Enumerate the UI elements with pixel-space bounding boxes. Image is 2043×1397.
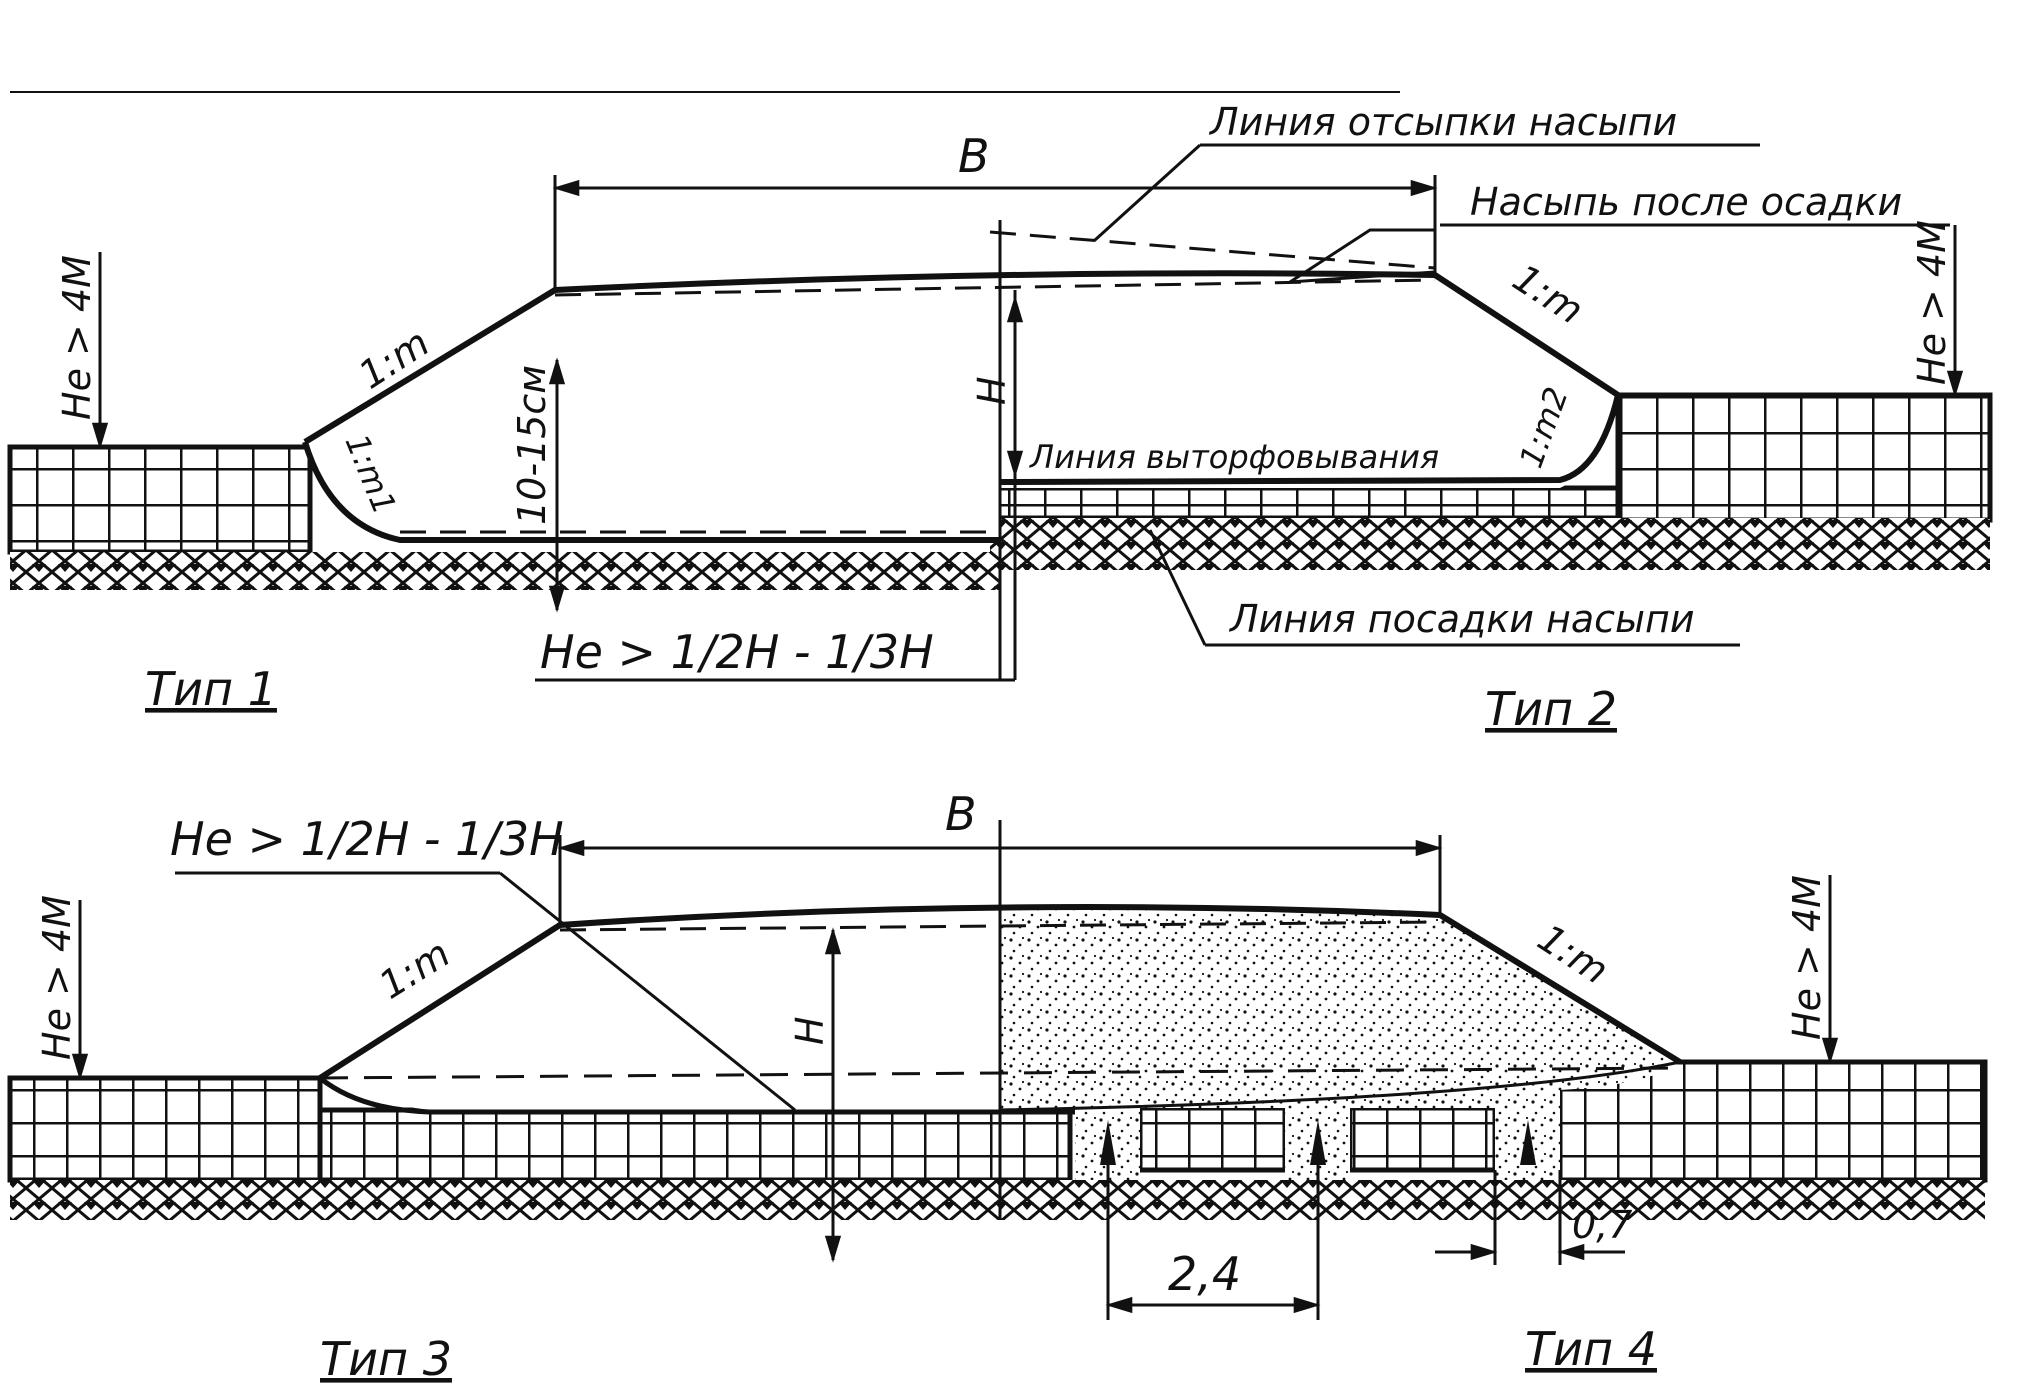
type-2-label: Тип 2: [1485, 682, 1617, 736]
sand-base-curve: [999, 1060, 1681, 1112]
drain-marker-2: [1310, 1120, 1326, 1165]
height-label-bottom: Н: [788, 1016, 832, 1045]
drain-marker-3: [1520, 1120, 1536, 1165]
embankment-bottom-base: [318, 1076, 1075, 1115]
peat-layer-bottom-left: [7, 1075, 323, 1183]
peat-layer-left: [7, 444, 313, 555]
settlement-leader: [1148, 529, 1207, 646]
peat-block-2: [1347, 1105, 1498, 1173]
peat-block-1: [1137, 1105, 1288, 1173]
bottom-cross-section: B Не > 1/2Н - 1/3Н Не > 4М Не > 4М 1:m 1…: [7, 787, 1988, 1386]
type-3-label: Тип 3: [320, 1332, 452, 1386]
peat-removal-right: [999, 394, 1621, 485]
embankment-bottom-body: [320, 904, 1000, 1110]
depth-label-left: Не > 4М: [55, 255, 99, 420]
fill-line-leader: [1093, 143, 1202, 242]
mineral-base-bottom: [10, 1180, 1985, 1220]
depth-label-bottom-right: Не > 4М: [1785, 875, 1829, 1040]
settlement-line-label: Линия посадки насыпи: [1228, 597, 1695, 641]
depth-ratio-label-top: Не > 1/2Н - 1/3Н: [540, 625, 934, 679]
b-label-top: B: [958, 129, 990, 183]
height-label-top: Н: [970, 376, 1014, 405]
depth-label-bottom-left: Не > 4М: [35, 895, 79, 1060]
depth-ratio-leader-bottom: [499, 871, 796, 1112]
top-cross-section: B Линия отсыпки насыпи Насыпь после осад…: [7, 91, 1993, 736]
settled-label: Насыпь после осадки: [1470, 180, 1902, 224]
depth-label-right: Не > 4М: [1910, 220, 1954, 385]
depth-ratio-label-bottom: Не > 1/2Н - 1/3Н: [170, 812, 564, 866]
type-4-label: Тип 4: [1525, 1322, 1657, 1376]
thickness-label: 10-15см: [510, 365, 554, 525]
fill-line-label: Линия отсыпки насыпи: [1208, 100, 1677, 144]
spacing-label: 2,4: [1168, 1247, 1241, 1301]
peat-layer-right: [1615, 392, 1993, 523]
peat-layer-bottom-mid: [317, 1107, 1073, 1183]
embankment-top-body: [305, 275, 1618, 540]
embankment-top-outline: [303, 270, 1620, 445]
slope-right-top: 1:m: [1505, 256, 1591, 333]
b-label-bottom: B: [945, 787, 977, 841]
peat-removal-left: [302, 441, 1000, 543]
drain-marker-1: [1100, 1120, 1116, 1165]
gap-label: 0,7: [1572, 1203, 1632, 1247]
mineral-base-left: [10, 552, 1000, 590]
fill-line-dashed: [989, 230, 1436, 270]
peat-removal-label: Линия выторфовывания: [1029, 438, 1439, 476]
sand-fill-body: [1000, 905, 1680, 1180]
mineral-base-right: [990, 518, 1990, 570]
type-1-label: Тип 1: [145, 662, 277, 716]
